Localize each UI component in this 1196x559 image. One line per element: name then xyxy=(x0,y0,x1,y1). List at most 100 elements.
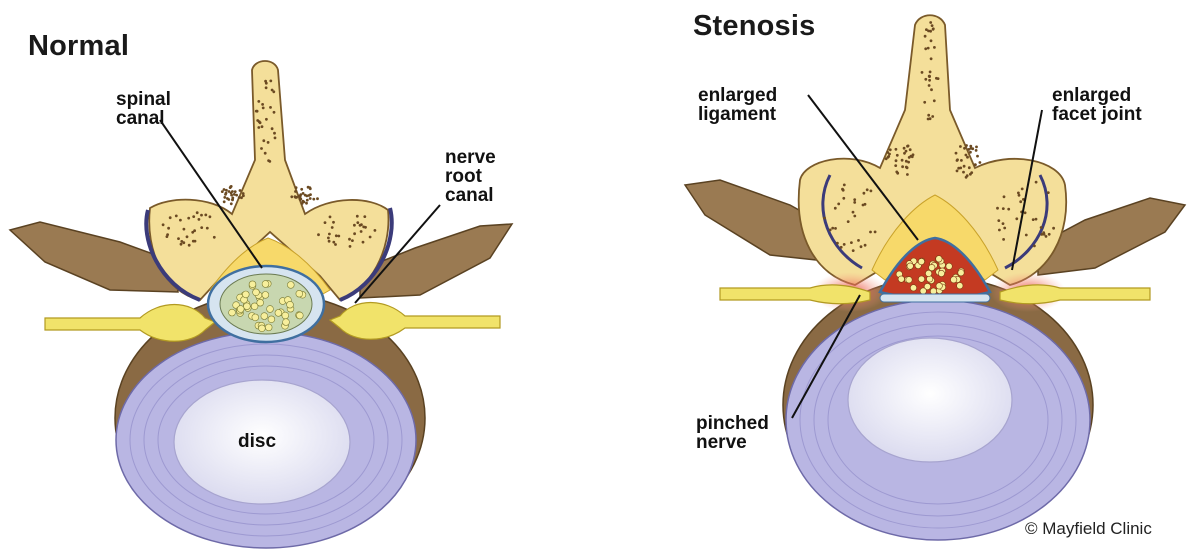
texture-dot xyxy=(906,173,909,176)
texture-dot xyxy=(958,270,964,276)
stenosis-nucleus xyxy=(848,338,1012,462)
texture-dot xyxy=(1025,234,1028,237)
texture-dot xyxy=(332,241,335,244)
texture-dot xyxy=(187,217,190,220)
texture-dot xyxy=(287,301,294,308)
texture-dot xyxy=(933,99,936,102)
texture-dot xyxy=(308,194,311,197)
enlarged-facet-joint-label-line2: facet joint xyxy=(1052,105,1142,124)
texture-dot xyxy=(200,226,203,229)
normal-nerve-right xyxy=(330,303,500,340)
texture-dot xyxy=(262,281,269,288)
texture-dot xyxy=(853,201,856,204)
texture-dot xyxy=(290,195,293,198)
texture-dot xyxy=(929,264,935,270)
texture-dot xyxy=(228,190,231,193)
normal-title: Normal xyxy=(28,30,129,63)
texture-dot xyxy=(966,156,969,159)
texture-dot xyxy=(863,192,866,195)
texture-dot xyxy=(1003,195,1006,198)
texture-dot xyxy=(903,152,906,155)
texture-dot xyxy=(842,189,845,192)
texture-dot xyxy=(244,303,251,310)
texture-dot xyxy=(1045,235,1048,238)
texture-dot xyxy=(938,270,944,276)
texture-dot xyxy=(853,198,856,201)
texture-dot xyxy=(183,228,186,231)
texture-dot xyxy=(283,319,290,326)
disc-label: disc xyxy=(238,432,276,451)
texture-dot xyxy=(895,148,898,151)
texture-dot xyxy=(296,290,303,297)
texture-dot xyxy=(927,114,930,117)
texture-dot xyxy=(269,80,272,83)
texture-dot xyxy=(275,310,282,317)
texture-dot xyxy=(925,270,931,276)
texture-dot xyxy=(356,215,359,218)
texture-dot xyxy=(196,211,199,214)
texture-dot xyxy=(997,219,1000,222)
copyright-notice: © Mayfield Clinic xyxy=(1025,519,1152,539)
texture-dot xyxy=(1019,200,1022,203)
texture-dot xyxy=(269,106,272,109)
texture-dot xyxy=(905,166,908,169)
texture-dot xyxy=(928,79,931,82)
texture-dot xyxy=(335,234,338,237)
texture-dot xyxy=(956,170,959,173)
texture-dot xyxy=(963,165,966,168)
texture-dot xyxy=(829,229,832,232)
texture-dot xyxy=(906,277,912,283)
texture-dot xyxy=(264,152,267,155)
texture-dot xyxy=(264,80,267,83)
texture-dot xyxy=(262,139,265,142)
texture-dot xyxy=(959,145,962,148)
texture-dot xyxy=(1018,194,1021,197)
stenosis-title: Stenosis xyxy=(693,10,815,43)
texture-dot xyxy=(860,245,863,248)
texture-dot xyxy=(862,204,865,207)
texture-dot xyxy=(889,148,892,151)
texture-dot xyxy=(975,149,978,152)
enlarged-ligament-label: enlarged ligament xyxy=(698,86,777,124)
texture-dot xyxy=(923,101,926,104)
texture-dot xyxy=(305,202,308,205)
texture-dot xyxy=(874,231,877,234)
texture-dot xyxy=(328,233,331,236)
texture-dot xyxy=(175,215,178,218)
texture-dot xyxy=(312,198,315,201)
texture-dot xyxy=(186,235,189,238)
texture-dot xyxy=(369,236,372,239)
texture-dot xyxy=(907,145,910,148)
texture-dot xyxy=(362,226,365,229)
texture-dot xyxy=(956,159,959,162)
texture-dot xyxy=(328,240,331,243)
texture-dot xyxy=(233,193,236,196)
texture-dot xyxy=(239,189,242,192)
texture-dot xyxy=(831,227,834,230)
texture-dot xyxy=(1052,227,1055,230)
texture-dot xyxy=(298,195,301,198)
texture-dot xyxy=(969,173,972,176)
texture-dot xyxy=(206,227,209,230)
texture-dot xyxy=(265,86,268,89)
texture-dot xyxy=(965,176,968,179)
texture-dot xyxy=(282,312,289,319)
texture-dot xyxy=(968,166,971,169)
stenosis-disc xyxy=(786,300,1090,540)
texture-dot xyxy=(896,154,899,157)
texture-dot xyxy=(271,89,274,92)
texture-dot xyxy=(353,232,356,235)
texture-dot xyxy=(842,197,845,200)
texture-dot xyxy=(1002,222,1005,225)
texture-dot xyxy=(888,153,891,156)
texture-dot xyxy=(912,153,915,156)
texture-dot xyxy=(834,227,837,230)
texture-dot xyxy=(837,203,840,206)
texture-dot xyxy=(1042,231,1045,234)
texture-dot xyxy=(295,186,298,189)
texture-dot xyxy=(262,107,265,110)
stenosis-thecal-sac xyxy=(880,294,990,302)
texture-dot xyxy=(162,223,165,226)
enlarged-facet-joint-label-line1: enlarged xyxy=(1052,86,1142,105)
texture-dot xyxy=(857,239,860,242)
